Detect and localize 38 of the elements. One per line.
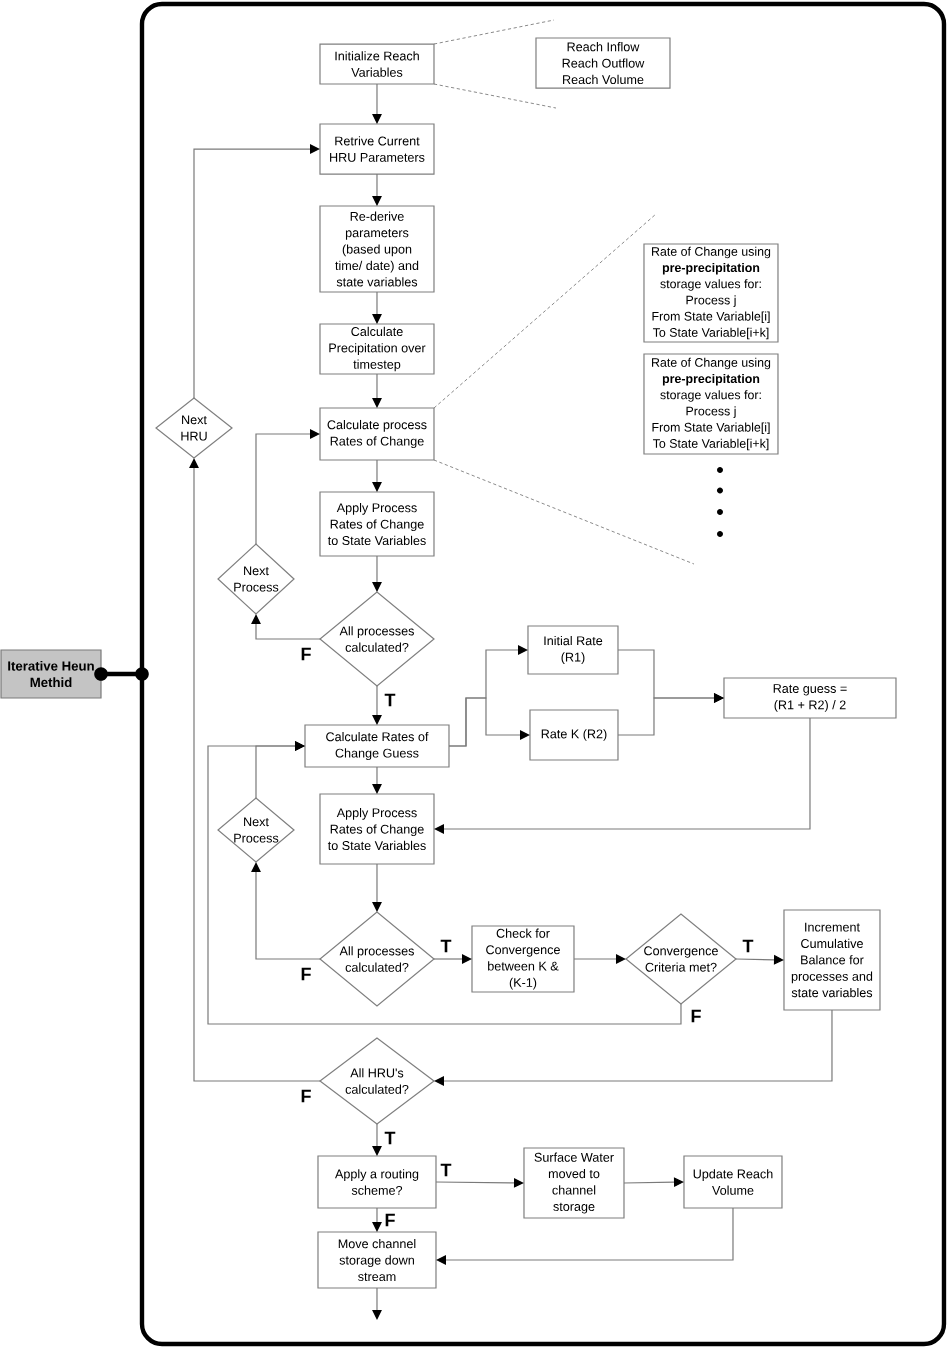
edge-label: T bbox=[741, 938, 755, 954]
arrow bbox=[372, 459, 382, 492]
arrow bbox=[372, 291, 382, 324]
arrow bbox=[251, 614, 321, 640]
arrow bbox=[189, 458, 321, 1082]
arrow bbox=[372, 766, 382, 794]
arrow bbox=[448, 697, 530, 747]
rounded-frame bbox=[139, 1, 947, 1347]
arrow bbox=[372, 173, 382, 206]
edge-label: F bbox=[299, 646, 313, 662]
edge-label: T bbox=[383, 692, 397, 708]
arrow bbox=[434, 1009, 833, 1086]
edge-label: F bbox=[299, 966, 313, 982]
arrow bbox=[372, 1123, 382, 1156]
edge-label: T bbox=[439, 938, 453, 954]
arrow bbox=[372, 1287, 382, 1320]
arrow bbox=[372, 1207, 382, 1232]
arrow bbox=[255, 429, 320, 545]
edge-label: T bbox=[383, 1130, 397, 1146]
edge-label: T bbox=[439, 1162, 453, 1178]
arrow bbox=[251, 862, 321, 960]
arrow bbox=[372, 863, 382, 912]
edge-label: F bbox=[689, 1008, 703, 1024]
arrow bbox=[436, 1207, 734, 1265]
arrow bbox=[434, 717, 811, 834]
arrow bbox=[372, 555, 382, 592]
arrow bbox=[372, 373, 382, 408]
arrow bbox=[372, 83, 382, 124]
arrow bbox=[193, 144, 320, 399]
edge-label: F bbox=[299, 1088, 313, 1104]
arrow bbox=[573, 954, 626, 964]
arrow bbox=[617, 693, 724, 736]
arrow bbox=[435, 1177, 524, 1188]
arrow bbox=[372, 685, 382, 725]
arrow bbox=[433, 954, 472, 964]
edge-label: F bbox=[383, 1212, 397, 1228]
arrow bbox=[207, 741, 682, 1025]
arrow bbox=[735, 954, 784, 965]
